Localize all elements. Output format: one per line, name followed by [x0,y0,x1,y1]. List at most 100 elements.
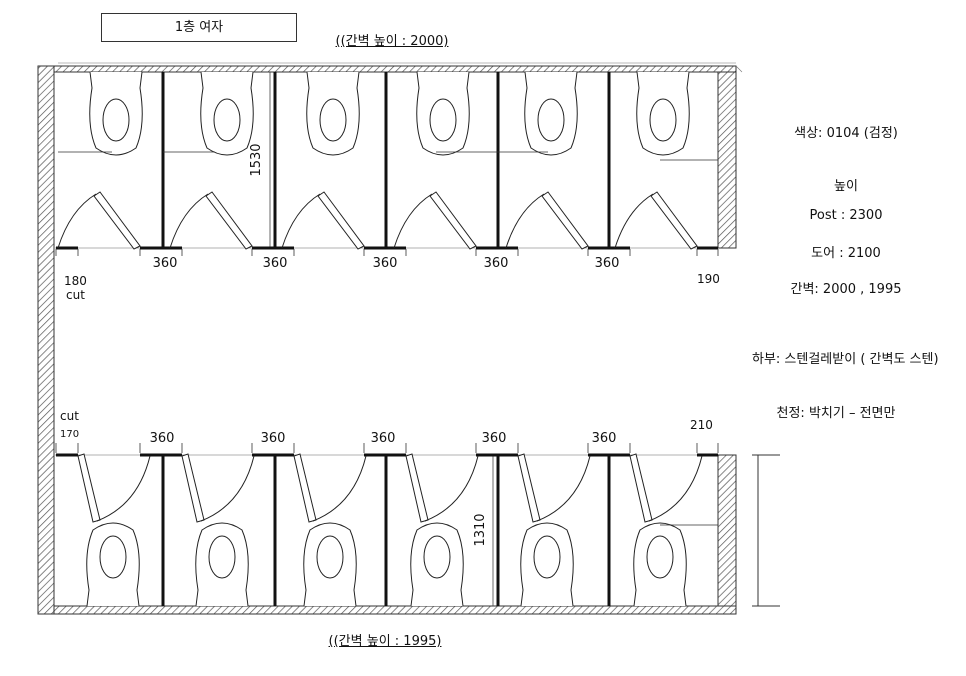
bottom-toilet-seat-2 [208,535,236,579]
top-post-cap-6 [588,246,630,250]
bottom-post-cap-4 [364,453,406,457]
bottom-wall [53,605,737,615]
bottom-post-cap-2 [140,453,182,457]
bottom-toilet-5 [520,522,574,607]
top-door-swing-5 [505,193,545,249]
bottom-toilet-seat-3 [316,535,344,579]
top-door-swing-1 [57,193,97,249]
top-toilet-seat-3 [319,98,347,142]
top-post-cap-7 [697,246,718,250]
left-wall [37,65,55,615]
top-door-gap-4: 360 [484,256,509,271]
bottom-toilet-6 [633,522,687,607]
dim-top-left-end: 180 [64,274,87,288]
spec-ceiling: 천정: 박치기 – 전면만 [776,406,896,421]
top-partition-5 [607,72,611,248]
top-toilet-4 [416,71,470,156]
top-toilet-seat-6 [649,98,677,142]
bottom-door-swing-6 [648,455,703,522]
bottom-toilet-seat-1 [99,535,127,579]
top-door-leaf-4 [429,191,477,250]
dim-bottom-right-end: 210 [690,418,713,432]
bottom-door-swing-4 [424,455,479,522]
top-door-gap-2: 360 [263,256,288,271]
bottom-door-leaf-1 [77,453,101,523]
top-door-leaf-3 [317,191,365,250]
spec-post: Post : 2300 [809,208,883,223]
bottom-door-gap-3: 360 [371,431,396,446]
spec-bottom: 하부: 스텐걸레받이 ( 간벽도 스텐) [752,352,939,367]
top-door-leaf-1 [93,191,141,250]
top-post-cap-3 [252,246,294,250]
bottom-post-cap-7 [697,453,718,457]
bottom-partition-5 [607,455,611,606]
bottom-toilet-4 [410,522,464,607]
bottom-door-leaf-6 [629,453,653,523]
top-door-gap-3: 360 [373,256,398,271]
bottom-door-gap-1: 360 [150,431,175,446]
top-partition-2 [273,72,277,248]
top-door-swing-4 [393,193,433,249]
top-toilet-seat-1 [102,98,130,142]
floor-title: 1층 여자 [101,13,297,42]
top-door-leaf-6 [650,191,698,250]
top-post-cap-4 [364,246,406,250]
bottom-toilet-3 [303,522,357,607]
top-door-gap-5: 360 [595,256,620,271]
top-door-leaf-5 [541,191,589,250]
right-wall-bottom [717,454,737,607]
top-door-leaf-2 [205,191,253,250]
top-toilet-1 [89,71,143,156]
spec-color: 색상: 0104 (검정) [794,126,898,141]
top-partition-height-label: ((간벽 높이 : 2000) [335,34,449,49]
bottom-door-leaf-2 [181,453,205,523]
dim-stall-depth-top: 1530 [249,143,264,176]
top-post-cap-1 [56,246,78,250]
bottom-door-swing-3 [312,455,367,522]
bottom-toilet-2 [195,522,249,607]
spec-height-heading: 높이 [834,179,858,194]
top-partition-1 [161,72,165,248]
bottom-door-leaf-4 [405,453,429,523]
top-door-swing-3 [281,193,321,249]
top-partition-4 [496,72,500,248]
top-post-cap-5 [476,246,518,250]
bottom-post-cap-3 [252,453,294,457]
top-toilet-seat-5 [537,98,565,142]
top-door-gap-1: 360 [153,256,178,271]
bottom-partition-1 [161,455,165,606]
bottom-door-swing-5 [536,455,591,522]
top-door-swing-2 [169,193,209,249]
bottom-door-gap-5: 360 [592,431,617,446]
bottom-door-gap-2: 360 [261,431,286,446]
top-partition-3 [384,72,388,248]
bottom-post-cap-5 [476,453,518,457]
bottom-door-gap-4: 360 [482,431,507,446]
bottom-post-cap-1 [56,453,78,457]
dim-stall-depth-bottom: 1310 [473,513,488,546]
bottom-toilet-1 [86,522,140,607]
dim-bottom-left-cut: cut [60,409,79,423]
top-toilet-6 [636,71,690,156]
top-toilet-3 [306,71,360,156]
right-wall-top [717,71,737,249]
bottom-partition-height-label: ((간벽 높이 : 1995) [328,634,442,649]
bottom-door-leaf-5 [517,453,541,523]
top-door-swing-6 [614,193,654,249]
top-wall [53,65,737,73]
bottom-toilet-seat-4 [423,535,451,579]
bottom-partition-2 [273,455,277,606]
bottom-door-leaf-3 [293,453,317,523]
top-toilet-5 [524,71,578,156]
top-post-cap-2 [140,246,182,250]
dim-top-left-cut: cut [66,288,85,302]
bottom-post-cap-6 [588,453,630,457]
bottom-door-swing-1 [96,455,151,522]
bottom-door-swing-2 [200,455,255,522]
top-toilet-seat-4 [429,98,457,142]
spec-partition: 간벽: 2000 , 1995 [790,282,902,297]
spec-door: 도어 : 2100 [811,246,881,261]
bottom-partition-4 [496,455,500,606]
dim-bottom-left-end: 170 [60,429,80,440]
